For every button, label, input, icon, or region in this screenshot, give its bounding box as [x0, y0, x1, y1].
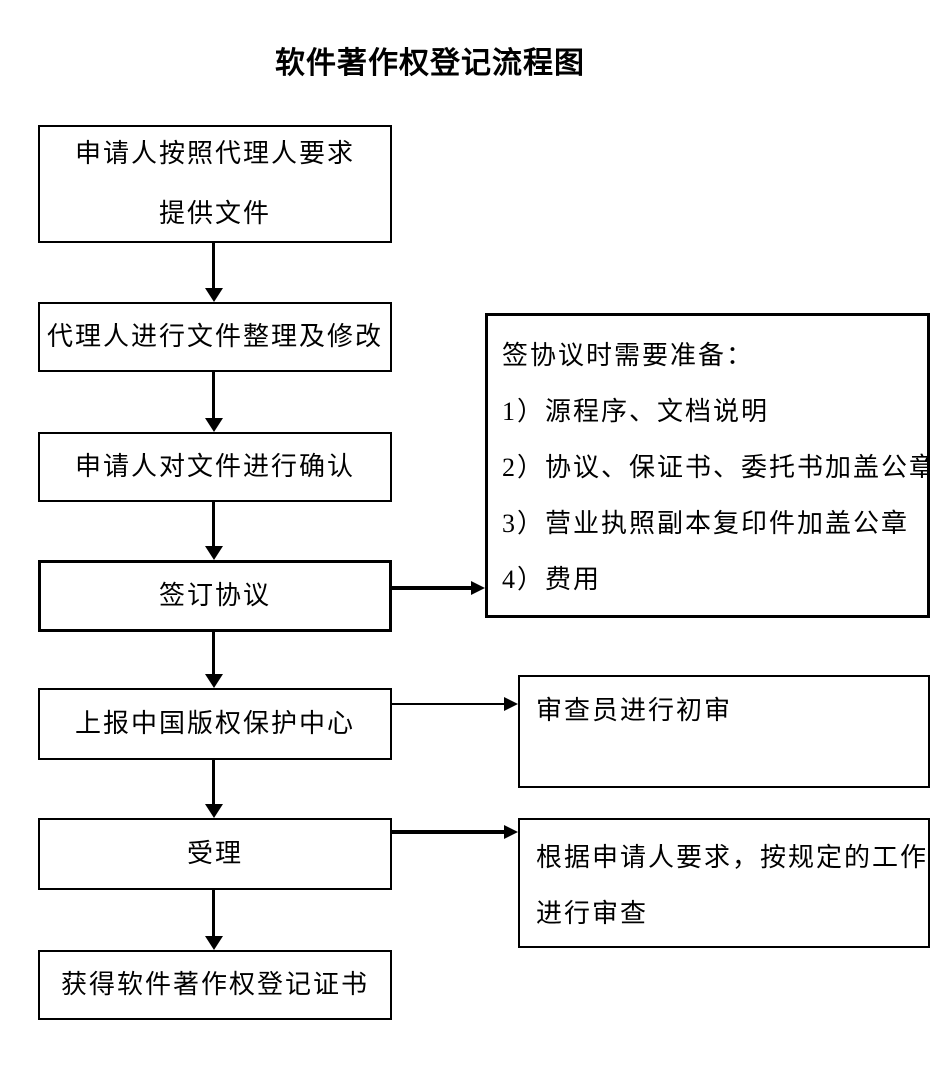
arrow-right-head-icon — [504, 697, 518, 711]
note-line: 签协议时需要准备： — [502, 341, 755, 370]
flow-step-provide-documents: 申请人按照代理人要求 提供文件 — [38, 125, 392, 243]
arrow-right-head-icon — [504, 825, 518, 839]
note-preliminary-review: 审查员进行初审 — [518, 675, 930, 788]
note-line: 2）协议、保证书、委托书加盖公章 — [502, 453, 930, 482]
flow-step-obtain-certificate: 获得软件著作权登记证书 — [38, 950, 392, 1020]
flow-step-label: 申请人按照代理人要求 — [74, 139, 355, 168]
flow-step-applicant-confirm: 申请人对文件进行确认 — [38, 432, 392, 502]
arrow-right-head-icon — [471, 581, 485, 595]
arrow-right-line-acceptance — [390, 830, 505, 834]
note-line: 根据申请人要求，按规定的工作日 — [536, 843, 930, 872]
arrow-down-head-icon — [205, 546, 223, 560]
flow-step-acceptance: 受理 — [38, 818, 392, 890]
flow-step-sign-agreement: 签订协议 — [38, 560, 392, 632]
arrow-down-line-3 — [212, 502, 215, 547]
note-line: 进行审查 — [536, 899, 649, 928]
flow-step-agent-organize: 代理人进行文件整理及修改 — [38, 302, 392, 372]
note-line: 4）费用 — [502, 565, 602, 594]
arrow-down-head-icon — [205, 418, 223, 432]
flow-step-label: 受理 — [186, 839, 243, 868]
flow-step-label: 上报中国版权保护中心 — [74, 709, 355, 738]
note-line: 审查员进行初审 — [536, 696, 733, 725]
arrow-down-head-icon — [205, 936, 223, 950]
note-review-schedule: 根据申请人要求，按规定的工作日 进行审查 — [518, 818, 930, 948]
arrow-down-line-4 — [212, 632, 215, 675]
arrow-down-head-icon — [205, 674, 223, 688]
flow-step-label: 获得软件著作权登记证书 — [60, 970, 369, 999]
arrow-right-line-submit — [390, 703, 505, 705]
flow-step-submit-to-center: 上报中国版权保护中心 — [38, 688, 392, 760]
flow-step-label: 签订协议 — [158, 581, 271, 610]
note-line: 1）源程序、文档说明 — [502, 397, 770, 426]
arrow-down-head-icon — [205, 804, 223, 818]
arrow-down-line-5 — [212, 760, 215, 805]
arrow-down-line-2 — [212, 372, 215, 419]
flow-step-label: 申请人对文件进行确认 — [74, 452, 355, 481]
note-agreement-preparation: 签协议时需要准备： 1）源程序、文档说明 2）协议、保证书、委托书加盖公章 3）… — [485, 313, 930, 618]
page-title: 软件著作权登记流程图 — [275, 47, 585, 80]
arrow-down-line-1 — [212, 242, 215, 289]
flow-step-label: 提供文件 — [158, 199, 271, 228]
arrow-down-line-6 — [212, 890, 215, 937]
flow-step-label: 代理人进行文件整理及修改 — [46, 322, 383, 351]
arrow-down-head-icon — [205, 288, 223, 302]
arrow-right-line-sign-agreement — [390, 586, 472, 590]
note-line: 3）营业执照副本复印件加盖公章 — [502, 509, 910, 538]
